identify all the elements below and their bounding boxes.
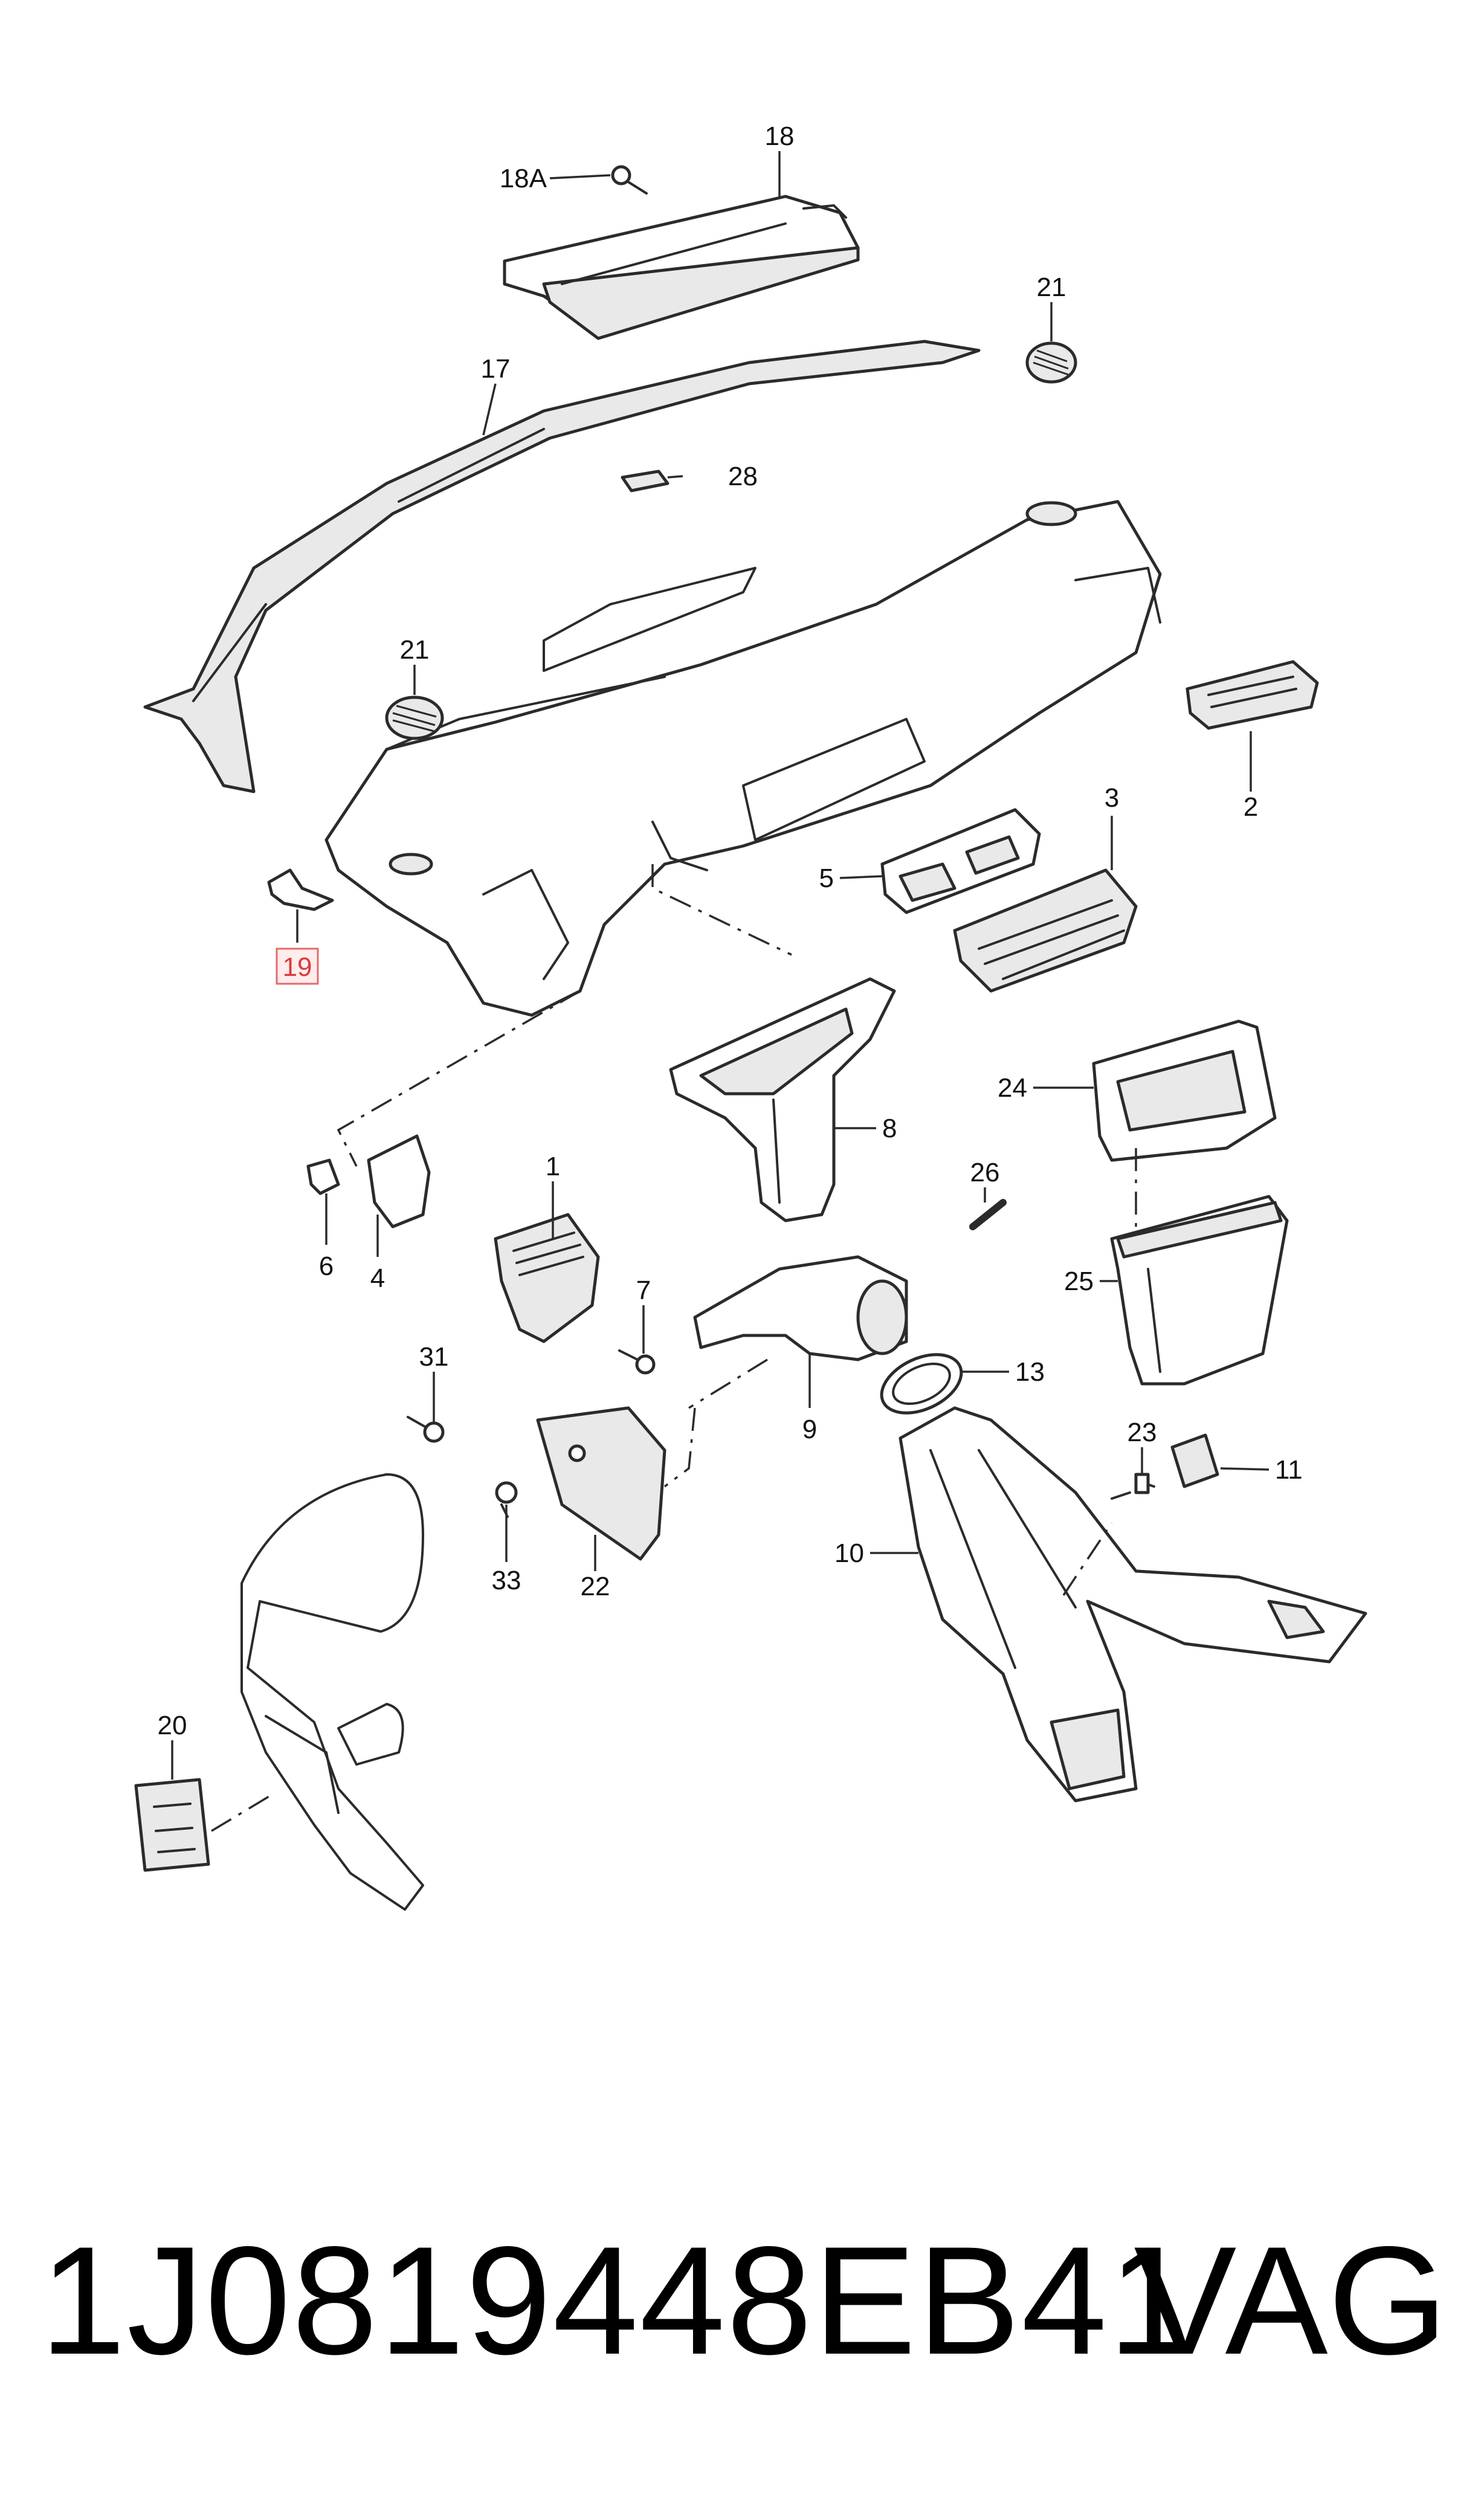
part-25-side-duct xyxy=(1110,1195,1289,1386)
part-31-screw xyxy=(407,1416,445,1443)
part-5-center-vent-housing xyxy=(880,808,1041,914)
part-18a-clip xyxy=(611,165,648,195)
callout-19: 19 xyxy=(283,952,312,982)
callout-13: 13 xyxy=(1015,1357,1045,1387)
part-19-clip xyxy=(267,868,334,911)
callout-22: 22 xyxy=(581,1572,610,1601)
part-8-center-duct xyxy=(669,977,896,1222)
part-2-right-vent xyxy=(1186,660,1319,730)
callout-5: 5 xyxy=(819,864,834,893)
callout-2: 2 xyxy=(1244,792,1258,822)
part-11-clip xyxy=(1170,1433,1219,1488)
part-3-center-vent-grille xyxy=(953,868,1138,993)
callout-6: 6 xyxy=(319,1251,334,1281)
part-9-duct-junction xyxy=(693,1255,908,1361)
part-6-clip xyxy=(306,1158,340,1195)
part-18-defroster-panel xyxy=(503,195,860,340)
part-7-screw xyxy=(618,1349,656,1375)
part-28-badge xyxy=(621,470,669,492)
callout-28: 28 xyxy=(728,462,758,491)
part-33-clip xyxy=(495,1481,518,1518)
lower-console-outline xyxy=(240,1473,424,1911)
dashboard-body xyxy=(324,500,1162,1017)
callout-24: 24 xyxy=(998,1073,1027,1103)
callout-20: 20 xyxy=(158,1711,187,1740)
part-22-bracket xyxy=(536,1406,666,1561)
part-23-screw xyxy=(1111,1473,1155,1500)
callout-26: 26 xyxy=(970,1158,1000,1187)
callout-9: 9 xyxy=(802,1415,817,1444)
part-26-pin xyxy=(969,1199,1007,1230)
part-10-floor-duct xyxy=(898,1406,1367,1803)
part-24-vent-frame xyxy=(1092,1019,1277,1162)
brand-text: VAG xyxy=(1134,2215,1448,2387)
callout-18a: 18A xyxy=(500,164,547,193)
callout-25: 25 xyxy=(1064,1267,1094,1296)
callout-21-left: 21 xyxy=(400,635,430,665)
assembly-lines xyxy=(211,864,1137,1832)
callout-3: 3 xyxy=(1105,783,1119,813)
part-21-speaker-cover-top xyxy=(1025,341,1077,384)
callout-18: 18 xyxy=(765,121,795,151)
callout-labels: 18 18A 21 17 28 21 2 3 5 19 8 24 26 1 6 … xyxy=(158,121,1303,1740)
callout-1: 1 xyxy=(546,1152,560,1181)
callout-17: 17 xyxy=(481,354,511,384)
callout-21-top: 21 xyxy=(1037,273,1066,302)
callout-31: 31 xyxy=(419,1342,449,1372)
callout-10: 10 xyxy=(834,1538,864,1568)
part-13-duct-ring xyxy=(880,1353,963,1415)
callout-11: 11 xyxy=(1275,1455,1303,1485)
part-17-top-trim-strip xyxy=(143,340,981,793)
part-21-speaker-cover-left xyxy=(385,696,444,740)
part-20-lower-vent xyxy=(134,1778,210,1872)
part-1-left-vent xyxy=(494,1213,600,1343)
callout-23: 23 xyxy=(1128,1418,1157,1447)
leader-lines xyxy=(171,151,1269,1780)
callout-19-highlight xyxy=(276,947,319,985)
part-4-vent-bracket xyxy=(367,1134,431,1228)
callout-33: 33 xyxy=(492,1566,521,1595)
callout-7: 7 xyxy=(636,1276,651,1305)
part-number-text: 1J0819448EB41 xyxy=(40,2215,1195,2387)
callout-8: 8 xyxy=(882,1114,897,1143)
callout-4: 4 xyxy=(370,1264,385,1293)
